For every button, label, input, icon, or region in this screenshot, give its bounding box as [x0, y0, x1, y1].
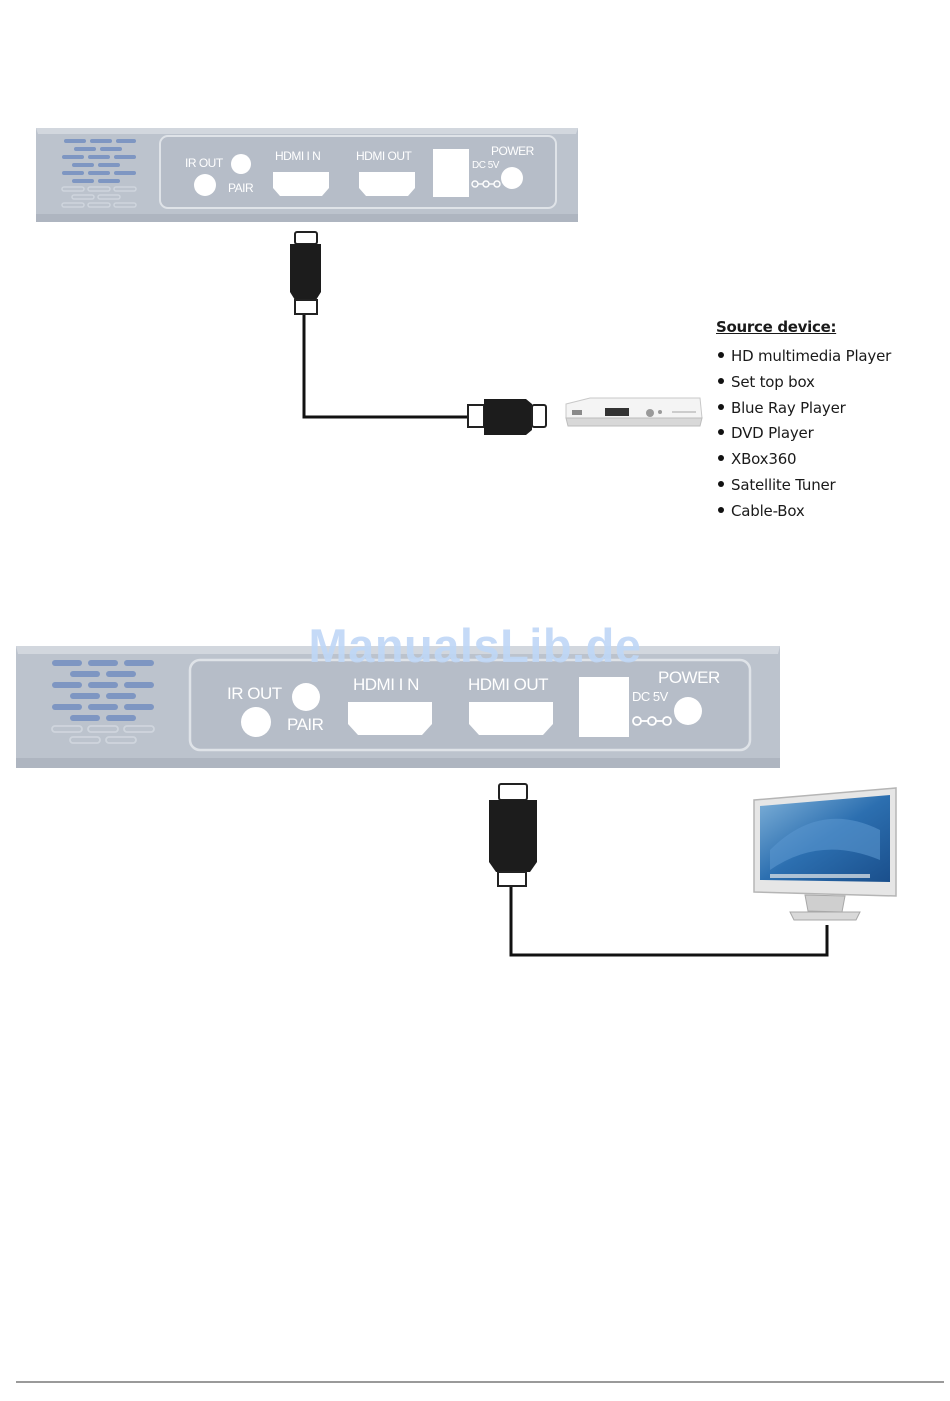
- hdmi-plug-icon: [489, 784, 537, 886]
- hdmi-out-label: HDMI OUT: [468, 675, 548, 695]
- display-monitor-icon: [754, 788, 896, 920]
- power-jack-2: [674, 697, 702, 725]
- footer-rule: [16, 1381, 944, 1383]
- watermark: ManualsLib.de: [0, 618, 950, 673]
- hdmi-in-label: HDMI I N: [353, 675, 419, 695]
- pair-label: PAIR: [287, 715, 323, 735]
- hdmi-in-port-2: [348, 702, 432, 735]
- dc-5v-label: DC 5V: [632, 689, 668, 704]
- switch-2: [579, 677, 629, 737]
- hdmi-out-port-2: [469, 702, 553, 735]
- pair-button-2: [292, 683, 320, 711]
- ir-out-label: IR OUT: [227, 684, 282, 704]
- ir-out-jack-2: [241, 707, 271, 737]
